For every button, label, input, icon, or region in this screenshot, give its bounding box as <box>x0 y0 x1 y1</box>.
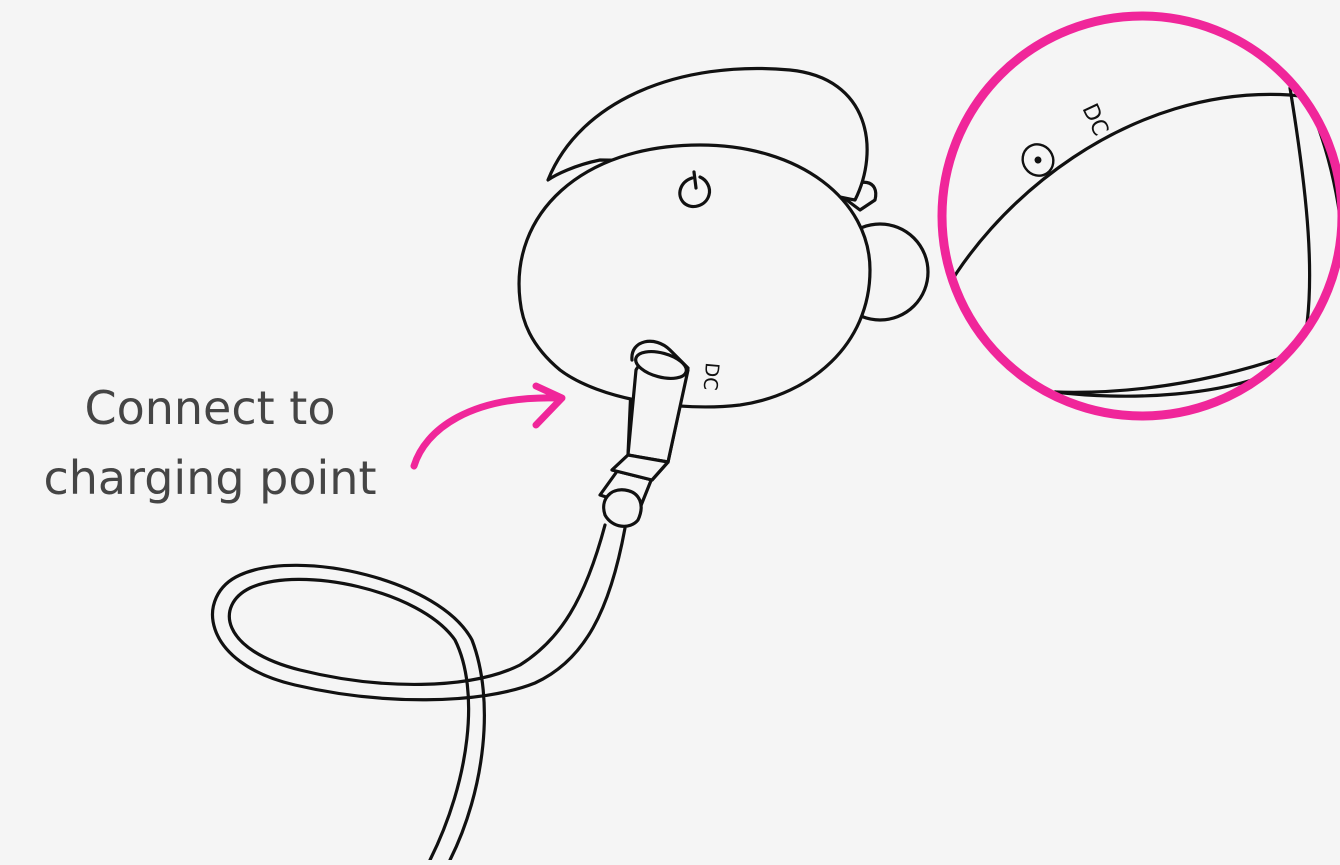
device <box>519 68 928 406</box>
cable <box>213 525 625 860</box>
caption-line-2: charging point <box>0 455 420 501</box>
dc-zoom-label: DC <box>1077 100 1113 140</box>
port-icon <box>1017 138 1060 181</box>
dc-port-label: DC <box>699 362 723 392</box>
curved-arrow-icon <box>414 386 562 466</box>
caption-line-1: Connect to <box>0 385 420 431</box>
